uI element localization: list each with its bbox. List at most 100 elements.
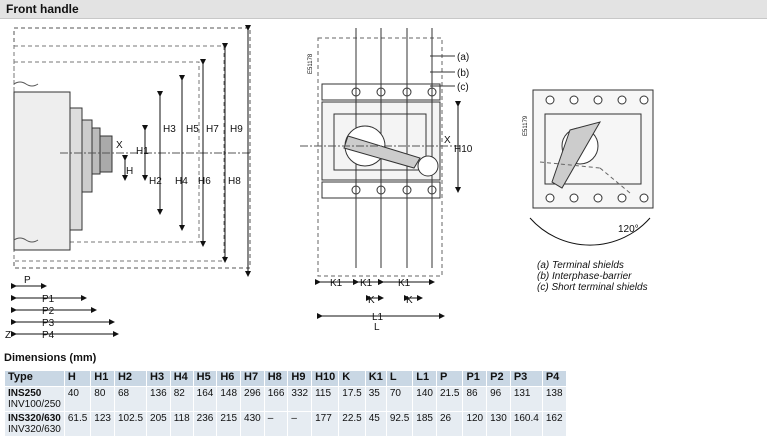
table-row: INS320/630 INV320/630 61.5 123 102.5 205… <box>4 411 567 437</box>
rear-view-labels: 120° E51179 <box>523 115 639 235</box>
type-name: INS250 <box>8 388 42 399</box>
table-cell: 118 <box>169 411 194 437</box>
col-H10: H10 <box>311 370 340 387</box>
col-H: H <box>63 370 92 387</box>
section-header: Front handle <box>0 0 767 19</box>
label-P1: P1 <box>42 294 55 305</box>
label-K-a: K <box>368 295 375 306</box>
col-H1: H1 <box>90 370 115 387</box>
col-H8: H8 <box>263 370 289 387</box>
table-cell: 185 <box>412 411 437 437</box>
label-H10: H10 <box>454 144 473 155</box>
dimensions-title: Dimensions (mm) <box>4 352 97 364</box>
label-L: L <box>374 322 380 333</box>
table-cell: 40 <box>63 386 92 412</box>
type-sub: INV100/250 <box>8 399 61 410</box>
label-H5: H5 <box>186 124 199 135</box>
label-H8: H8 <box>228 176 241 187</box>
table-cell: 148 <box>216 386 242 412</box>
label-H3: H3 <box>163 124 176 135</box>
col-P3: P3 <box>509 370 543 387</box>
col-P2: P2 <box>486 370 511 387</box>
table-row: INS250 INV100/250 40 80 68 136 82 164 14… <box>4 386 567 412</box>
label-X-front: X <box>444 135 451 146</box>
rear-view <box>529 89 654 246</box>
dimensions-table: Type H H1 H2 H3 H4 H5 H6 H7 H8 H9 H10 K … <box>4 370 567 437</box>
table-cell: 21.5 <box>435 386 464 412</box>
table-cell: 130 <box>486 411 511 437</box>
table-cell: 166 <box>263 386 289 412</box>
label-Z: Z <box>5 330 11 341</box>
label-P2: P2 <box>42 306 55 317</box>
technical-drawing: H3 H5 H7 H9 H1 H2 H4 H6 H8 X H P P1 P2 P… <box>5 25 654 341</box>
table-cell: 35 <box>364 386 387 412</box>
label-a: (a) <box>457 52 469 63</box>
col-H7: H7 <box>240 370 265 387</box>
front-view-labels: (a) (b) (c) H10 X K1 K1 K1 K K L1 L E511… <box>308 52 473 333</box>
table-cell: 22.5 <box>338 411 366 437</box>
label-H6: H6 <box>198 176 211 187</box>
label-H7: H7 <box>206 124 219 135</box>
col-H9: H9 <box>287 370 313 387</box>
legend-item-c: (c) Short terminal shields <box>537 282 648 293</box>
table-cell: 70 <box>385 386 414 412</box>
drawing-code-rear: E51179 <box>523 115 529 136</box>
table-cell: 26 <box>435 411 464 437</box>
label-P: P <box>24 275 31 286</box>
table-cell: 215 <box>216 411 242 437</box>
table-cell: 138 <box>541 386 567 412</box>
col-P1: P1 <box>462 370 488 387</box>
label-K-b: K <box>406 295 413 306</box>
table-cell: 86 <box>462 386 488 412</box>
label-K1-c: K1 <box>398 278 411 289</box>
col-H2: H2 <box>113 370 148 387</box>
table-cell: 80 <box>90 386 115 412</box>
label-H9: H9 <box>230 124 243 135</box>
label-L1: L1 <box>372 312 384 323</box>
table-cell: 162 <box>541 411 567 437</box>
type-cell: INS320/630 INV320/630 <box>4 411 65 437</box>
front-view <box>300 28 461 319</box>
table-cell: 82 <box>169 386 194 412</box>
label-H4: H4 <box>175 176 188 187</box>
col-H6: H6 <box>216 370 242 387</box>
col-L: L <box>385 370 414 387</box>
legend: (a) Terminal shields (b) Interphase-barr… <box>537 260 648 293</box>
label-H2: H2 <box>149 176 162 187</box>
table-cell: 96 <box>486 386 511 412</box>
col-K: K <box>338 370 366 387</box>
label-X-side: X <box>116 140 123 151</box>
table-cell: 61.5 <box>63 411 92 437</box>
table-cell: 131 <box>509 386 543 412</box>
type-name: INS320/630 <box>8 413 61 424</box>
table-cell: 177 <box>311 411 340 437</box>
table-cell: – <box>287 411 313 437</box>
table-cell: 120 <box>462 411 488 437</box>
label-P4: P4 <box>42 330 55 341</box>
table-cell: 296 <box>240 386 265 412</box>
table-cell: 92.5 <box>385 411 414 437</box>
label-c: (c) <box>457 82 469 93</box>
table-header-row: Type H H1 H2 H3 H4 H5 H6 H7 H8 H9 H10 K … <box>4 370 567 387</box>
col-H4: H4 <box>169 370 194 387</box>
table-cell: 115 <box>311 386 340 412</box>
label-P3: P3 <box>42 318 55 329</box>
table-cell: 17.5 <box>338 386 366 412</box>
table-cell: 68 <box>113 386 148 412</box>
side-view-labels: H3 H5 H7 H9 H1 H2 H4 H6 H8 X H P P1 P2 P… <box>5 124 243 341</box>
table-cell: 102.5 <box>113 411 148 437</box>
legend-item-a: (a) Terminal shields <box>537 260 624 271</box>
table-cell: 205 <box>146 411 171 437</box>
type-sub: INV320/630 <box>8 424 61 435</box>
table-cell: 164 <box>192 386 218 412</box>
label-H: H <box>126 166 133 177</box>
side-view <box>11 25 251 337</box>
label-K1-b: K1 <box>360 278 373 289</box>
col-L1: L1 <box>412 370 437 387</box>
table-cell: 45 <box>364 411 387 437</box>
col-P: P <box>435 370 464 387</box>
label-H1: H1 <box>136 146 149 157</box>
table-cell: 332 <box>287 386 313 412</box>
table-cell: 123 <box>90 411 115 437</box>
table-cell: – <box>263 411 289 437</box>
